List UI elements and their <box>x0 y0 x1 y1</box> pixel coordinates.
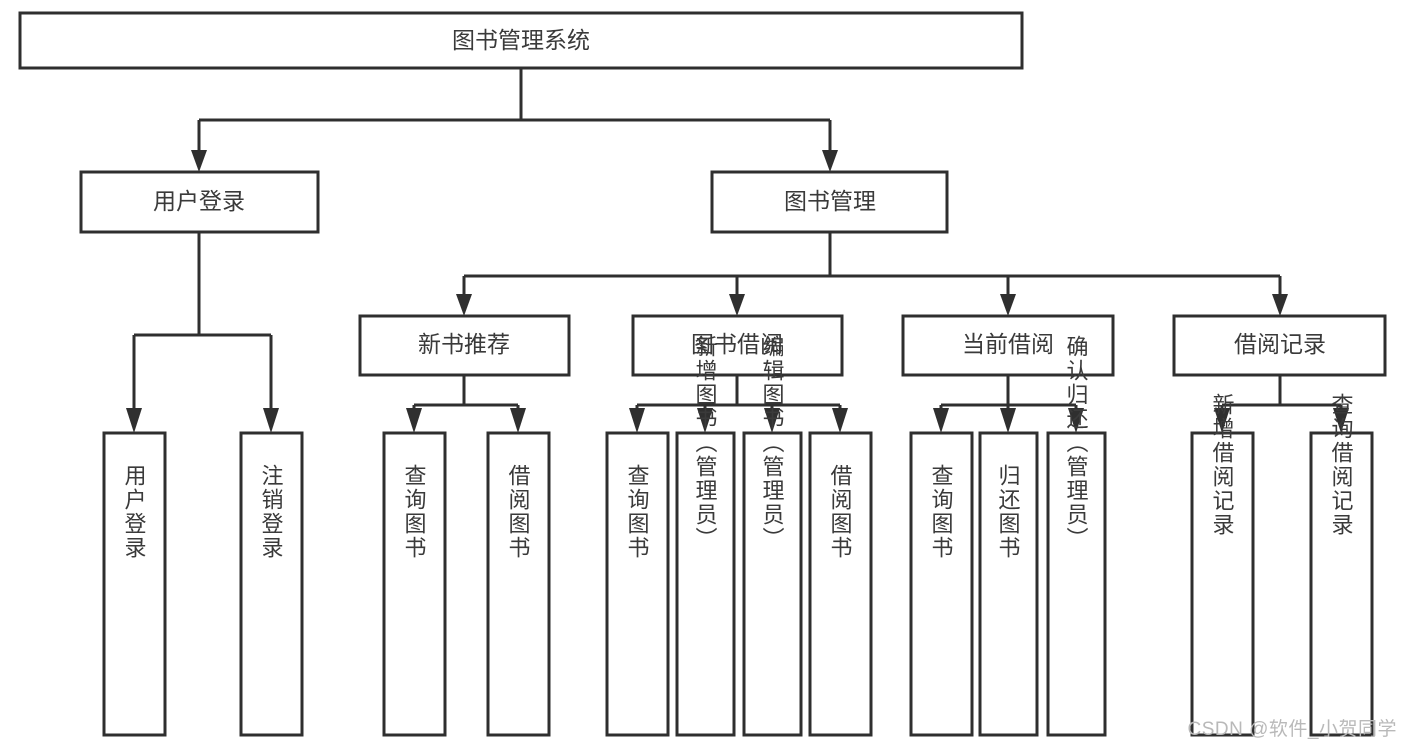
leaf-logout-login-box[interactable] <box>239 431 304 737</box>
leaf-return-book[interactable]: 归还图书 <box>978 431 1039 737</box>
node-root[interactable]: 图书管理系统 <box>18 11 1024 70</box>
node-book-borrow[interactable]: 图书借阅 <box>631 314 844 377</box>
node-user-login-label: 用户登录 <box>153 188 245 214</box>
arrow-leaf-query-book-3 <box>933 408 949 433</box>
node-book-manage-label: 图书管理 <box>784 188 876 214</box>
node-new-book-recommend-label: 新书推荐 <box>418 331 510 357</box>
leaf-query-book-3-label: 查询图书 <box>929 464 954 560</box>
arrow-leaf-borrow-book-1 <box>510 408 526 433</box>
leaf-borrow-book-2[interactable]: 借阅图书 <box>808 431 873 737</box>
leaf-return-book-label: 归还图书 <box>996 464 1021 560</box>
arrow-leaf-logout-login <box>263 408 279 433</box>
leaf-add-book-box[interactable] <box>675 431 736 737</box>
arrow-book-manage <box>822 150 838 172</box>
leaf-query-book-1[interactable]: 查询图书 <box>382 431 447 737</box>
leaf-confirm-return-box[interactable] <box>1046 431 1107 737</box>
leaf-borrow-book-2-box[interactable] <box>808 431 873 737</box>
node-user-login-box[interactable] <box>79 170 320 234</box>
node-book-manage[interactable]: 图书管理 <box>710 170 949 234</box>
node-book-borrow-box[interactable] <box>631 314 844 377</box>
node-new-book-recommend[interactable]: 新书推荐 <box>358 314 571 377</box>
leaf-logout-login-label: 注销登录 <box>259 464 284 560</box>
leaf-user-login[interactable]: 用户登录 <box>102 431 167 737</box>
leaf-query-record-label: 查询借阅记录 <box>1329 393 1354 537</box>
leaf-add-record-box[interactable] <box>1190 431 1255 737</box>
arrow-leaf-query-record <box>1333 408 1349 433</box>
arrow-user-login <box>191 150 207 172</box>
node-root-label: 图书管理系统 <box>452 27 590 53</box>
node-borrow-record[interactable]: 借阅记录 <box>1172 314 1387 377</box>
node-borrow-record-label: 借阅记录 <box>1234 331 1326 357</box>
leaf-query-record[interactable]: 查询借阅记录 <box>1309 393 1374 737</box>
leaf-return-book-box[interactable] <box>978 431 1039 737</box>
node-borrow-record-box[interactable] <box>1172 314 1387 377</box>
leaf-query-book-3-box[interactable] <box>909 431 974 737</box>
leaf-confirm-return[interactable]: 确认归还（管理员） <box>1046 335 1107 737</box>
node-new-book-recommend-box[interactable] <box>358 314 571 377</box>
arrow-borrow-record <box>1272 294 1288 316</box>
leaf-query-record-box[interactable] <box>1309 431 1374 737</box>
leaf-logout-login[interactable]: 注销登录 <box>239 431 304 737</box>
connector-group <box>126 68 1349 433</box>
arrow-book-borrow <box>729 294 745 316</box>
leaf-query-book-1-box[interactable] <box>382 431 447 737</box>
arrow-leaf-query-book-2 <box>629 408 645 433</box>
leaf-add-record-label: 新增借阅记录 <box>1210 393 1235 537</box>
leaf-query-book-2[interactable]: 查询图书 <box>605 431 670 737</box>
arrow-leaf-return-book <box>1000 408 1016 433</box>
leaf-user-login-box[interactable] <box>102 431 167 737</box>
arrow-leaf-add-record <box>1214 408 1230 433</box>
arrow-leaf-borrow-book-2 <box>832 408 848 433</box>
node-user-login[interactable]: 用户登录 <box>79 170 320 234</box>
leaf-add-book[interactable]: 新增图书（管理员） <box>675 335 736 737</box>
arrow-leaf-confirm-return <box>1068 408 1084 433</box>
leaf-query-book-3[interactable]: 查询图书 <box>909 431 974 737</box>
leaf-edit-book-box[interactable] <box>742 431 803 737</box>
node-current-borrow-box[interactable] <box>901 314 1115 377</box>
leaf-borrow-book-1[interactable]: 借阅图书 <box>486 431 551 737</box>
node-current-borrow[interactable]: 当前借阅 <box>901 314 1115 377</box>
node-book-manage-box[interactable] <box>710 170 949 234</box>
node-book-borrow-label: 图书借阅 <box>691 331 783 357</box>
leaf-confirm-return-label: 确认归还（管理员） <box>1064 335 1089 551</box>
arrow-current-borrow <box>1000 294 1016 316</box>
leaf-user-login-label: 用户登录 <box>122 464 147 560</box>
node-current-borrow-label: 当前借阅 <box>962 331 1054 357</box>
leaf-add-record[interactable]: 新增借阅记录 <box>1190 393 1255 737</box>
leaf-edit-book[interactable]: 编辑图书（管理员） <box>742 335 803 737</box>
leaf-add-book-label: 新增图书（管理员） <box>693 335 718 551</box>
leaf-edit-book-label: 编辑图书（管理员） <box>760 335 785 551</box>
leaf-query-book-2-label: 查询图书 <box>625 464 650 560</box>
arrow-leaf-query-book-1 <box>406 408 422 433</box>
arrow-new-book-recommend <box>456 294 472 316</box>
leaf-borrow-book-2-label: 借阅图书 <box>828 464 853 560</box>
leaf-borrow-book-1-box[interactable] <box>486 431 551 737</box>
leaf-borrow-book-1-label: 借阅图书 <box>506 464 531 560</box>
arrow-leaf-add-book <box>697 408 713 433</box>
leaf-query-book-1-label: 查询图书 <box>402 464 427 560</box>
node-root-box[interactable] <box>18 11 1024 70</box>
leaf-query-book-2-box[interactable] <box>605 431 670 737</box>
arrow-leaf-user-login <box>126 408 142 433</box>
arrow-leaf-edit-book <box>764 408 780 433</box>
